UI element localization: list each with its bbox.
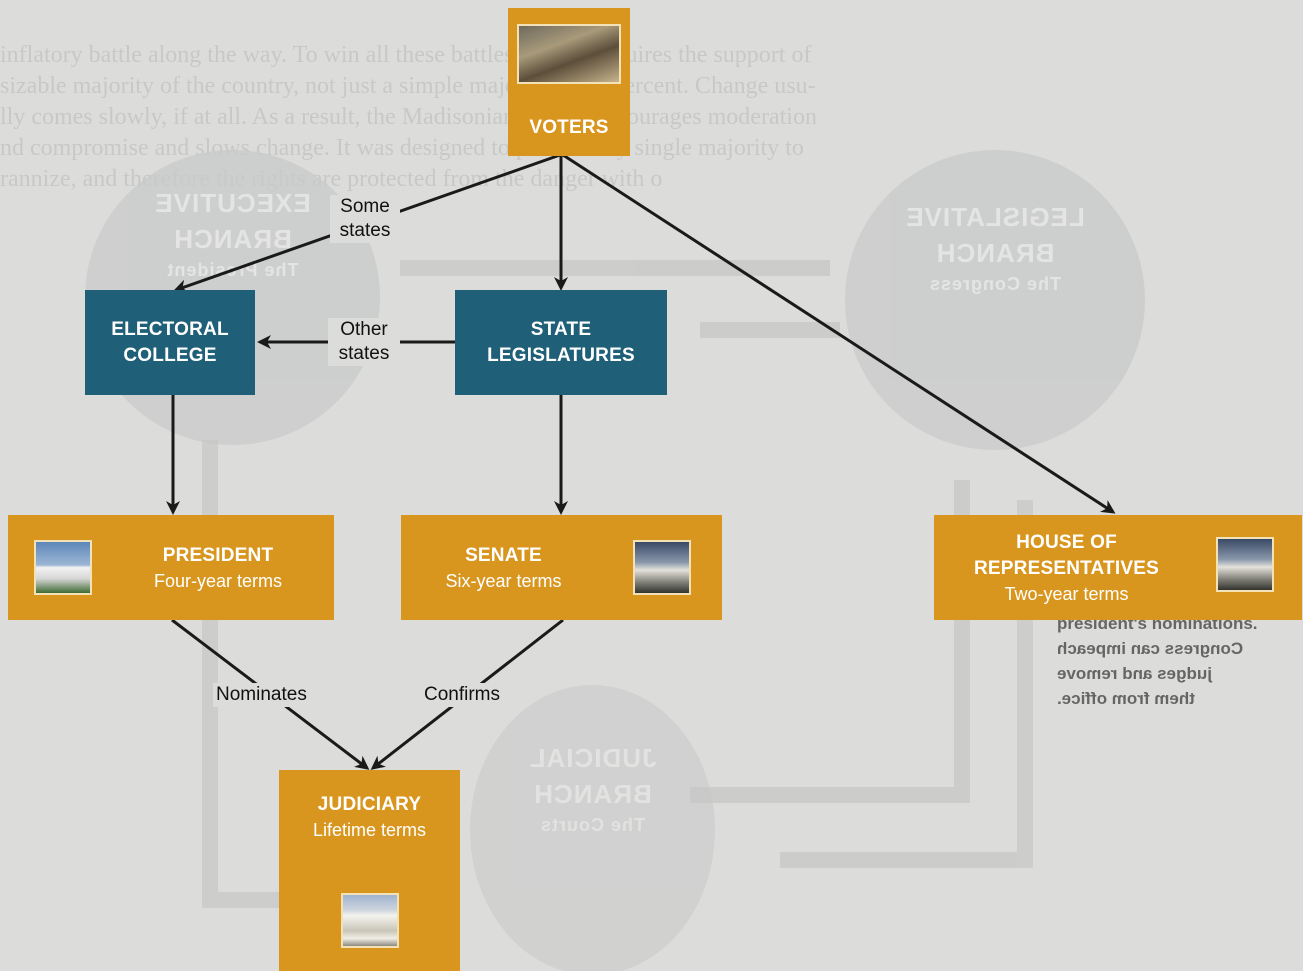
arrow-voters-to-house: [562, 153, 1116, 514]
edge-label-nominates: Nominates: [213, 683, 310, 707]
bleed-through-text: sizable majority of the country, not jus…: [0, 73, 816, 99]
edge-label-line: states: [339, 220, 391, 241]
bleed-through-text: nd compromise and slows change. It was d…: [0, 135, 804, 161]
edge-label-line: Some: [340, 196, 390, 217]
voters-title: VOTERS: [529, 117, 609, 138]
electoral-college-title: ELECTORAL: [111, 318, 229, 340]
white-house-photo-icon: [34, 540, 92, 595]
house-node: HOUSE OF REPRESENTATIVES Two-year terms: [934, 515, 1302, 620]
president-title: PRESIDENT: [162, 544, 274, 566]
voters-node: VOTERS: [508, 8, 630, 156]
state-legislatures-title: LEGISLATURES: [487, 344, 635, 366]
judicial-branch-ghost-circle: JUDICIAL BRANCH The Courts: [470, 685, 715, 971]
edge-label-line: states: [338, 343, 390, 364]
bleed-through-text: lly comes slowly, if at all. As a result…: [0, 104, 817, 130]
electoral-college-node: ELECTORAL COLLEGE: [85, 290, 255, 395]
bleed-through-text: inflatory battle along the way. To win a…: [0, 42, 812, 68]
house-title: REPRESENTATIVES: [974, 557, 1159, 579]
capitol-photo-icon: [1216, 537, 1274, 592]
edge-label-confirms: Confirms: [421, 683, 504, 707]
house-term: Two-year terms: [1004, 583, 1129, 604]
senate-node: SENATE Six-year terms: [401, 515, 722, 620]
judiciary-node: JUDICIARY Lifetime terms: [279, 770, 460, 971]
senate-title: SENATE: [465, 544, 542, 566]
state-legislatures-title: STATE: [530, 318, 592, 340]
house-title: HOUSE OF: [1016, 531, 1117, 553]
president-term: Four-year terms: [153, 570, 283, 591]
edge-label-other-states: Other states: [328, 318, 400, 366]
capitol-photo-icon: [633, 540, 691, 595]
legislative-branch-ghost-circle: LEGISLATIVE BRANCH The Congress: [845, 150, 1145, 450]
senate-term: Six-year terms: [445, 570, 562, 591]
state-legislatures-node: STATE LEGISLATURES: [455, 290, 667, 395]
judiciary-title: JUDICIARY: [317, 794, 422, 815]
electoral-college-title: COLLEGE: [123, 344, 217, 366]
president-node: PRESIDENT Four-year terms: [8, 515, 334, 620]
edge-label-line: Other: [340, 319, 388, 340]
voters-photo-icon: [517, 24, 621, 84]
ghost-feedback-arrow: [780, 500, 1033, 868]
supreme-court-photo-icon: [341, 893, 399, 948]
judiciary-term: Lifetime terms: [312, 820, 427, 840]
edge-label-some-states: Some states: [330, 195, 400, 243]
